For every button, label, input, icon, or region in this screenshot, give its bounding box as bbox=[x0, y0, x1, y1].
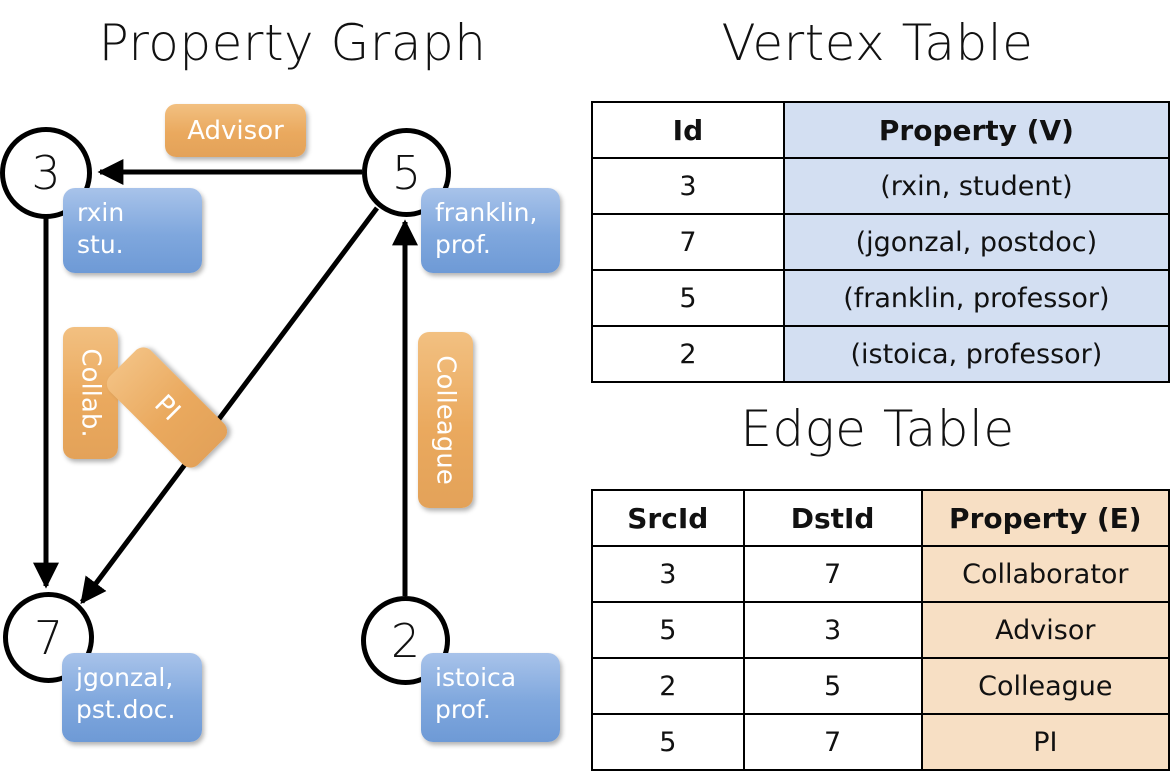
edge-table: SrcId DstId Property (E) 3 7 Collaborato… bbox=[591, 489, 1170, 771]
graph-node-5-id: 5 bbox=[391, 145, 422, 200]
table-row[interactable]: 5 3 Advisor bbox=[591, 601, 1170, 659]
vertex-row-1-id: 7 bbox=[591, 213, 785, 271]
vertex-row-0-id: 3 bbox=[591, 157, 785, 215]
edge-row-2-srcid: 2 bbox=[591, 657, 745, 715]
edge-table-wrapper: SrcId DstId Property (E) 3 7 Collaborato… bbox=[591, 489, 1170, 771]
table-row[interactable]: 5 7 PI bbox=[591, 713, 1170, 771]
vertex-table-header-id: Id bbox=[591, 101, 785, 159]
edge-label-advisor-text: Advisor bbox=[187, 115, 284, 146]
vertex-label-jgonzal[interactable]: jgonzal, pst.doc. bbox=[62, 653, 202, 742]
table-row[interactable]: 5 (franklin, professor) bbox=[591, 269, 1170, 327]
table-row[interactable]: 3 7 Collaborator bbox=[591, 545, 1170, 603]
graph-title: Property Graph bbox=[98, 14, 487, 72]
vertex-table-header-property: Property (V) bbox=[782, 101, 1170, 159]
table-row[interactable]: 2 (istoica, professor) bbox=[591, 325, 1170, 383]
edge-row-1-srcid: 5 bbox=[591, 601, 745, 659]
edge-row-0-property: Collaborator bbox=[920, 545, 1170, 603]
vertex-label-franklin[interactable]: franklin, prof. bbox=[421, 188, 560, 273]
edge-table-header-srcid: SrcId bbox=[591, 489, 745, 547]
edge-row-0-dstid: 7 bbox=[742, 545, 923, 603]
property-graph-panel: Property Graph 3 5 7 2 rxin stu. frankli… bbox=[0, 0, 585, 760]
edge-label-collab-text: Collab. bbox=[75, 348, 106, 438]
edge-row-3-property: PI bbox=[920, 713, 1170, 771]
edge-row-1-dstid: 3 bbox=[742, 601, 923, 659]
edge-row-2-property: Colleague bbox=[920, 657, 1170, 715]
vertex-table-title: Vertex Table bbox=[721, 14, 1034, 72]
edge-table-title: Edge Table bbox=[740, 400, 1015, 458]
vertex-row-1-property: (jgonzal, postdoc) bbox=[782, 213, 1170, 271]
vertex-row-3-id: 2 bbox=[591, 325, 785, 383]
edge-label-collab[interactable]: Collab. bbox=[63, 327, 118, 459]
vertex-label-rxin-line2: stu. bbox=[77, 230, 124, 259]
edge-table-header-property: Property (E) bbox=[920, 489, 1170, 547]
edge-label-colleague[interactable]: Colleague bbox=[418, 332, 473, 508]
edge-label-pi-text: PI bbox=[148, 388, 186, 427]
edge-5-to-7 bbox=[79, 206, 380, 605]
edge-label-advisor[interactable]: Advisor bbox=[165, 104, 306, 157]
edge-table-header-dstid: DstId bbox=[742, 489, 923, 547]
edge-row-2-dstid: 5 bbox=[742, 657, 923, 715]
graph-node-2-id: 2 bbox=[390, 613, 421, 668]
edge-label-colleague-text: Colleague bbox=[430, 355, 461, 485]
table-row[interactable]: 3 (rxin, student) bbox=[591, 157, 1170, 215]
vertex-label-istoica-line2: prof. bbox=[435, 695, 491, 724]
vertex-table-header-row: Id Property (V) bbox=[591, 101, 1170, 159]
graph-node-7-id: 7 bbox=[33, 610, 64, 665]
edge-row-0-srcid: 3 bbox=[591, 545, 745, 603]
vertex-label-franklin-line2: prof. bbox=[435, 230, 491, 259]
table-row[interactable]: 2 5 Colleague bbox=[591, 657, 1170, 715]
vertex-row-2-id: 5 bbox=[591, 269, 785, 327]
edge-row-3-srcid: 5 bbox=[591, 713, 745, 771]
vertex-label-franklin-line1: franklin, bbox=[435, 198, 538, 227]
vertex-row-3-property: (istoica, professor) bbox=[782, 325, 1170, 383]
graph-node-5[interactable]: 5 bbox=[362, 128, 451, 217]
graph-node-2[interactable]: 2 bbox=[361, 596, 450, 685]
vertex-label-rxin-line1: rxin bbox=[77, 198, 125, 227]
graph-edges bbox=[33, 159, 418, 605]
table-row[interactable]: 7 (jgonzal, postdoc) bbox=[591, 213, 1170, 271]
vertex-row-2-property: (franklin, professor) bbox=[782, 269, 1170, 327]
edge-row-1-property: Advisor bbox=[920, 601, 1170, 659]
vertex-label-jgonzal-line2: pst.doc. bbox=[76, 695, 176, 724]
edge-row-3-dstid: 7 bbox=[742, 713, 923, 771]
edge-table-header-row: SrcId DstId Property (E) bbox=[591, 489, 1170, 547]
vertex-row-0-property: (rxin, student) bbox=[782, 157, 1170, 215]
vertex-table: Id Property (V) 3 (rxin, student) 7 (jgo… bbox=[591, 101, 1170, 383]
vertex-label-rxin[interactable]: rxin stu. bbox=[63, 188, 202, 273]
vertex-label-jgonzal-line1: jgonzal, bbox=[76, 663, 174, 692]
graph-node-3-id: 3 bbox=[31, 146, 61, 200]
vertex-label-istoica-line1: istoica bbox=[435, 663, 517, 692]
vertex-table-wrapper: Id Property (V) 3 (rxin, student) 7 (jgo… bbox=[591, 101, 1170, 383]
vertex-label-istoica[interactable]: istoica prof. bbox=[421, 653, 560, 742]
